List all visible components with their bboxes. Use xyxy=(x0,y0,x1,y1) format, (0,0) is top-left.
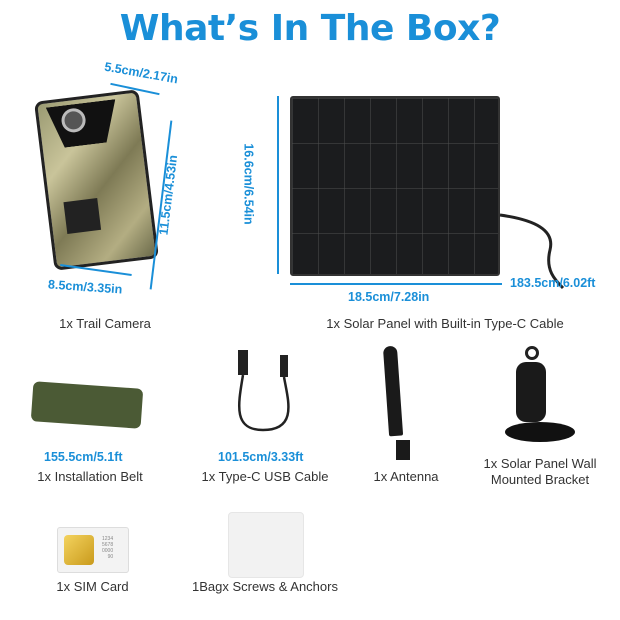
usb-cable-length-label: 101.5cm/3.33ft xyxy=(218,450,304,464)
pir-sensor xyxy=(63,198,102,234)
bracket-arm xyxy=(516,362,546,422)
usb-cable-caption: 1x Type-C USB Cable xyxy=(201,469,329,484)
trail-camera-image xyxy=(34,89,159,271)
installation-belt-image xyxy=(30,381,144,429)
bracket-caption-line1: 1x Solar Panel Wall xyxy=(483,456,597,471)
panel-height-label: 16.6cm/6.54in xyxy=(241,143,256,225)
bracket-caption-line2: Mounted Bracket xyxy=(490,472,590,487)
dimension-line xyxy=(60,263,132,276)
panel-width-label: 18.5cm/7.28in xyxy=(348,290,430,304)
screws-bag-image xyxy=(228,512,304,578)
page-title: What’s In The Box? xyxy=(119,8,501,49)
dimension-line xyxy=(277,96,279,274)
camera-depth-label: 8.5cm/3.35in xyxy=(47,277,123,297)
dimension-line xyxy=(290,283,502,285)
sim-text: 0000 xyxy=(102,548,114,554)
sim-text: 90 xyxy=(107,554,114,560)
sim-caption: 1x SIM Card xyxy=(56,579,129,594)
belt-length-label: 155.5cm/5.1ft xyxy=(44,450,123,464)
sim-text: 1234 xyxy=(102,536,114,542)
camera-height-label: 11.5cm/4.53in xyxy=(156,154,181,236)
belt-caption: 1x Installation Belt xyxy=(37,469,143,484)
solar-panel-caption: 1x Solar Panel with Built-in Type-C Cabl… xyxy=(326,316,564,331)
trail-camera-caption: 1x Trail Camera xyxy=(59,316,151,331)
bracket-image xyxy=(525,346,539,360)
bracket-base xyxy=(505,422,575,442)
sim-text: 5678 xyxy=(102,542,114,548)
sim-chip-icon xyxy=(64,535,94,565)
panel-cable-image xyxy=(499,213,565,290)
usb-cable-image xyxy=(237,350,290,432)
antenna-image xyxy=(382,345,404,437)
antenna-caption: 1x Antenna xyxy=(373,469,439,484)
screws-caption: 1Bagx Screws & Anchors xyxy=(192,579,338,594)
antenna-connector xyxy=(396,440,410,460)
solar-panel-image xyxy=(290,96,500,276)
camera-width-label: 5.5cm/2.17in xyxy=(103,59,180,87)
panel-cable-label: 183.5cm/6.02ft xyxy=(510,276,596,290)
